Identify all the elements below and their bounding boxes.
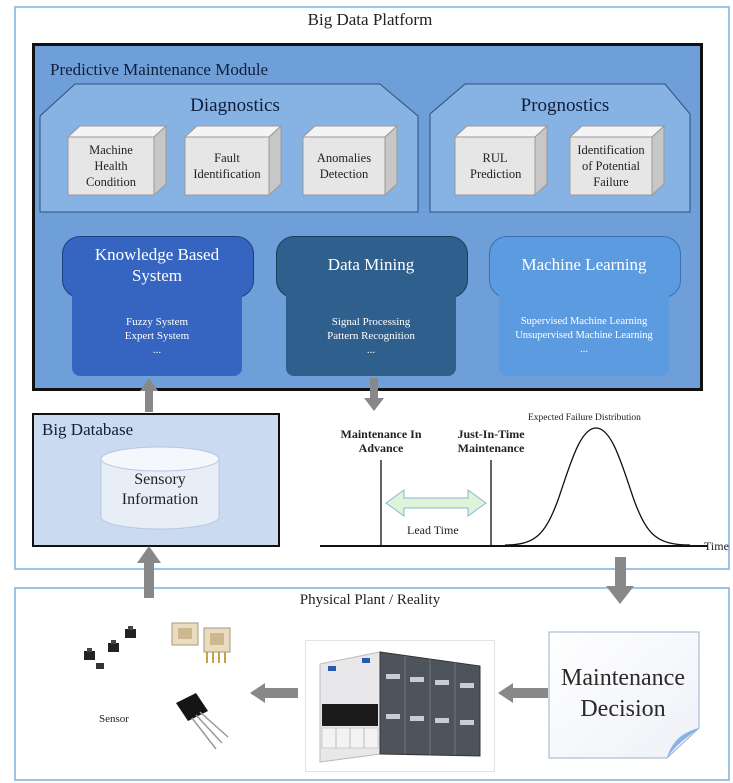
method-knowledge-line-2: Expert System xyxy=(124,330,190,342)
sensory-information-label: Sensory Information xyxy=(121,471,199,508)
arrow-up-icon xyxy=(137,546,161,598)
database-cylinder-icon xyxy=(100,446,220,530)
box-3d-shapes xyxy=(66,124,666,197)
arrow-down-icon xyxy=(364,378,384,411)
method-machine-learning: Machine Learning Supervised Machine Lear… xyxy=(489,236,681,378)
document-icon xyxy=(548,631,700,759)
method-ml-line-1: Supervised Machine Learning xyxy=(520,316,648,327)
method-mining-title: Data Mining xyxy=(327,255,415,274)
method-ml-title: Machine Learning xyxy=(521,255,647,274)
time-axis-label: Time xyxy=(704,539,729,553)
failure-distribution-curve xyxy=(504,427,691,546)
method-mining-line-1: Signal Processing xyxy=(331,316,411,328)
push-button-switches xyxy=(84,626,136,669)
big-database-title: Big Database xyxy=(42,420,134,439)
method-data-mining: Data Mining Signal Processing Pattern Re… xyxy=(276,236,468,378)
method-ml-body xyxy=(499,294,669,376)
platform-title: Big Data Platform xyxy=(307,10,433,29)
expected-failure-label: Expected Failure Distribution xyxy=(528,413,641,423)
box-machine-health: Machine Health Condition xyxy=(85,143,136,189)
lead-time-label: Lead Time xyxy=(407,523,459,537)
method-knowledge-body xyxy=(72,294,242,376)
arrow-left-icon xyxy=(498,683,548,703)
method-ml-header xyxy=(489,236,681,298)
method-knowledge-line-1: Fuzzy System xyxy=(125,316,189,328)
ic-sensor-packages xyxy=(171,622,231,663)
method-mining-line-2: Pattern Recognition xyxy=(327,330,415,342)
method-ml-line-2: Unsupervised Machine Learning xyxy=(515,330,653,341)
method-knowledge-header xyxy=(62,236,254,298)
box-identification-potential-failure: Identification of Potential Failure xyxy=(577,143,645,189)
sensor-label: Sensor xyxy=(99,713,129,725)
arrow-down-icon xyxy=(606,557,634,604)
prognostics-title: Prognostics xyxy=(520,95,610,116)
method-knowledge-based: Knowledge Based System Fuzzy System Expe… xyxy=(62,236,254,378)
maintenance-in-advance-label: Maintenance In Advance xyxy=(340,427,422,455)
arrow-up-icon xyxy=(140,378,158,412)
plant-title: Physical Plant / Reality xyxy=(299,592,441,608)
module-title: Predictive Maintenance Module xyxy=(50,60,269,79)
timeline-graphic xyxy=(320,427,708,547)
method-ml-line-3: ... xyxy=(580,344,588,355)
arrow-left-icon xyxy=(250,683,298,703)
method-mining-header xyxy=(276,236,468,298)
double-arrow-icon xyxy=(385,489,487,517)
sensor-icon xyxy=(84,622,231,750)
maintenance-decision-label: Maintenance Decision xyxy=(561,665,685,722)
diagnostics-title: Diagnostics xyxy=(190,95,280,116)
method-mining-body xyxy=(286,294,456,376)
box-rul-prediction: RUL Prediction xyxy=(470,151,522,181)
method-knowledge-title: Knowledge Based System xyxy=(94,245,220,285)
box-anomalies-detection: Anomalies Detection xyxy=(316,151,372,181)
box-fault-identification: Fault Identification xyxy=(193,151,261,181)
method-mining-line-3: ... xyxy=(366,344,376,356)
just-in-time-label: Just-In-Time Maintenance xyxy=(457,427,525,455)
method-knowledge-line-3: ... xyxy=(152,344,162,356)
transistor-sensor xyxy=(176,693,229,750)
machine-icon xyxy=(319,651,481,763)
